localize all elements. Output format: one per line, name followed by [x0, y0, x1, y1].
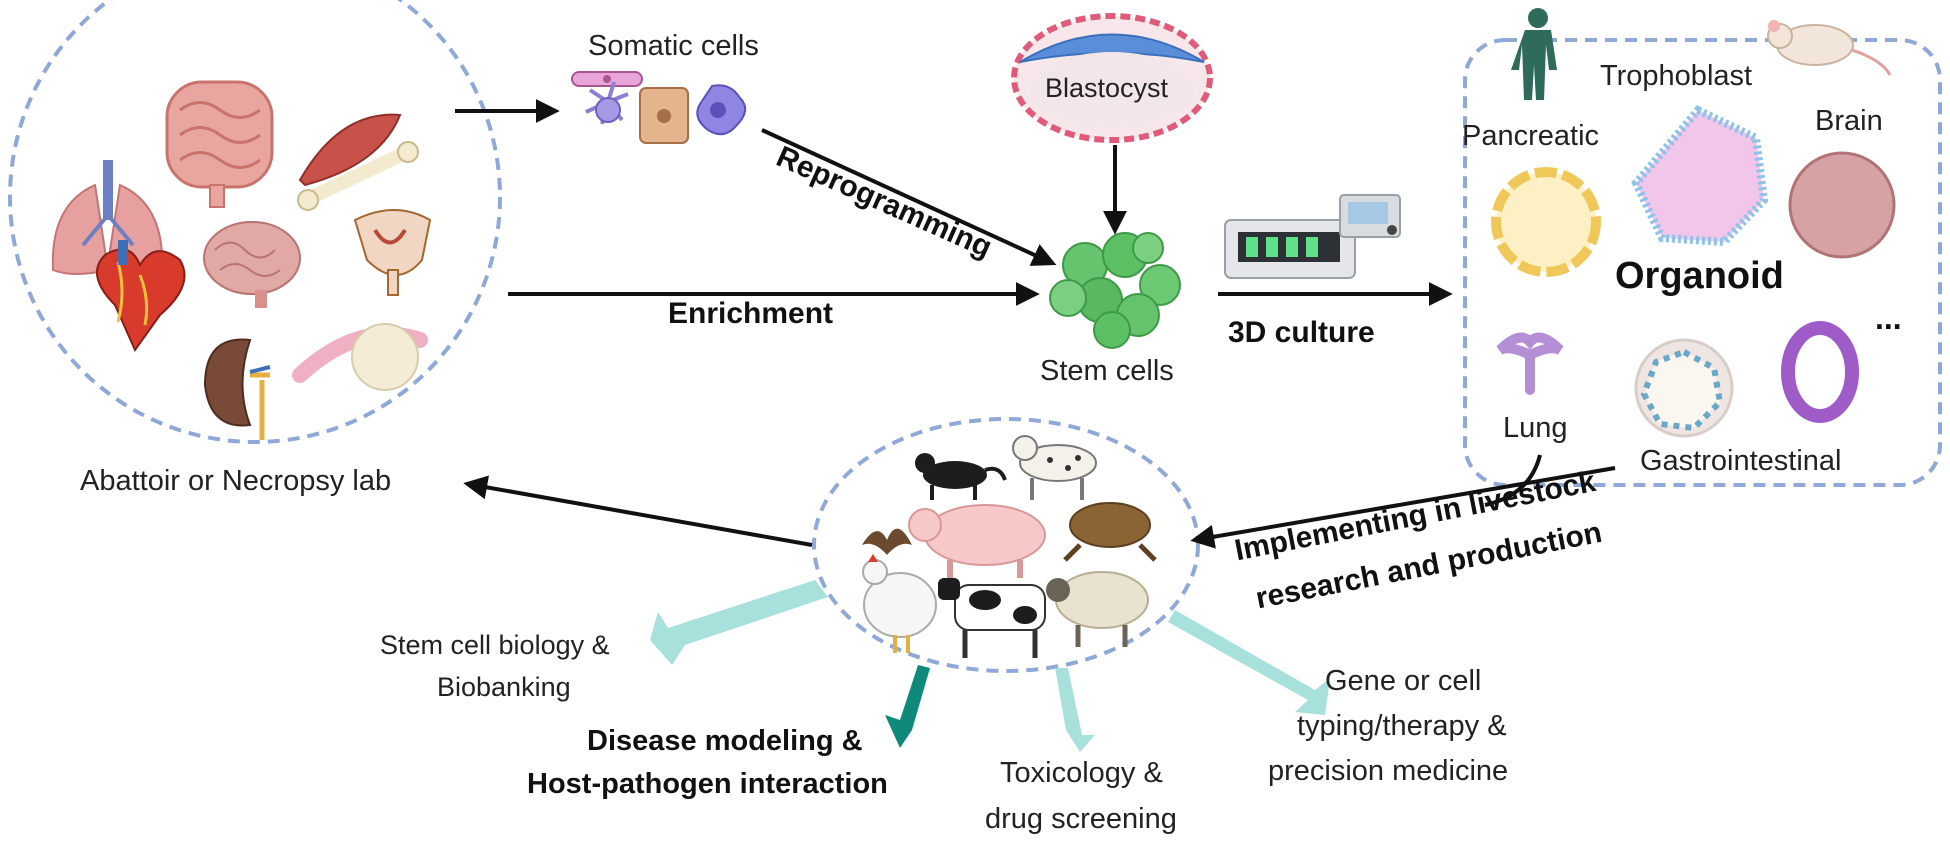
disease-modeling-label-line2: Host-pathogen interaction: [527, 768, 888, 800]
chicken-icon: [862, 554, 937, 653]
pancreatic-organoid-icon: [1491, 167, 1601, 277]
toxicology-app-arrow: [1055, 668, 1095, 752]
animals-to-abattoir-arrow: [463, 475, 813, 547]
stem-cells-label: Stem cells: [1040, 355, 1174, 387]
membrane-egg-icon: [292, 323, 428, 391]
blastocyst-label: Blastocyst: [1045, 73, 1169, 103]
bioreactor-icon: [1224, 194, 1401, 279]
lung-organoid-label: Lung: [1503, 412, 1568, 444]
frog-icon: [1063, 502, 1157, 562]
heart-icon: [96, 240, 186, 353]
ring-organoid-icon: [1781, 321, 1859, 423]
stem-biology-label-line1: Stem cell biology &: [380, 630, 610, 660]
sheep-icon: [1046, 571, 1149, 647]
somatic-cells-label: Somatic cells: [588, 30, 759, 62]
trophoblast-label: Trophoblast: [1600, 60, 1753, 92]
brain-organoid-label: Brain: [1815, 105, 1883, 137]
gastrointestinal-label: Gastrointestinal: [1640, 445, 1842, 477]
enrichment-label: Enrichment: [668, 297, 834, 330]
muscle-bone-icon: [297, 113, 419, 211]
tissue-dashed-circle: [8, 0, 502, 444]
somatic-cells-icon: [571, 71, 747, 144]
gene-therapy-label-line3: precision medicine: [1268, 755, 1509, 787]
brain-icon: [203, 221, 301, 308]
stem-cells-icon: [1049, 232, 1181, 349]
lungs-icon: [51, 160, 164, 275]
lung-organoid-icon: [1496, 332, 1564, 395]
disease-modeling-app-arrow: [885, 665, 930, 748]
organoid-group: [1463, 8, 1942, 487]
pancreatic-label: Pancreatic: [1462, 120, 1600, 152]
organoid-dashed-box: [1463, 38, 1942, 487]
toxicology-label-line2: drug screening: [985, 803, 1177, 835]
culture-label: 3D culture: [1228, 316, 1375, 349]
stem-biology-label-line2: Biobanking: [437, 672, 571, 702]
pig-icon: [908, 504, 1046, 578]
uterus-icon: [353, 209, 432, 296]
organoid-title: Organoid: [1615, 255, 1784, 297]
dog-icon: [1012, 435, 1097, 500]
implementing-arrow: [1195, 454, 1616, 540]
toxicology-label-line1: Toxicology &: [1000, 757, 1163, 789]
kidney-icon: [203, 338, 271, 440]
human-icon: [1511, 8, 1557, 100]
cat-icon: [915, 453, 1007, 500]
disease-modeling-label-line1: Disease modeling &: [587, 725, 863, 757]
cow-icon: [938, 578, 1046, 658]
animals-group: [812, 417, 1200, 673]
gene-therapy-app-arrow: [1168, 610, 1330, 715]
more-organoids-ellipsis: ...: [1875, 300, 1902, 336]
trophoblast-organoid-icon: [1631, 105, 1769, 247]
gene-therapy-label-line2: typing/therapy &: [1297, 710, 1507, 742]
stem-biology-app-arrow: [650, 580, 828, 665]
intestine-icon: [165, 80, 274, 208]
abattoir-caption: Abattoir or Necropsy lab: [80, 465, 392, 497]
mouse-icon: [1767, 20, 1892, 76]
bat-icon: [862, 528, 912, 555]
tissue-source-group: [8, 0, 502, 444]
gastrointestinal-organoid-icon: [1634, 338, 1734, 438]
gene-therapy-label-line1: Gene or cell: [1325, 665, 1482, 697]
reprogramming-arrow: [761, 128, 1057, 266]
brain-organoid-icon: [1788, 151, 1896, 259]
blastocyst-icon: [1011, 13, 1213, 143]
